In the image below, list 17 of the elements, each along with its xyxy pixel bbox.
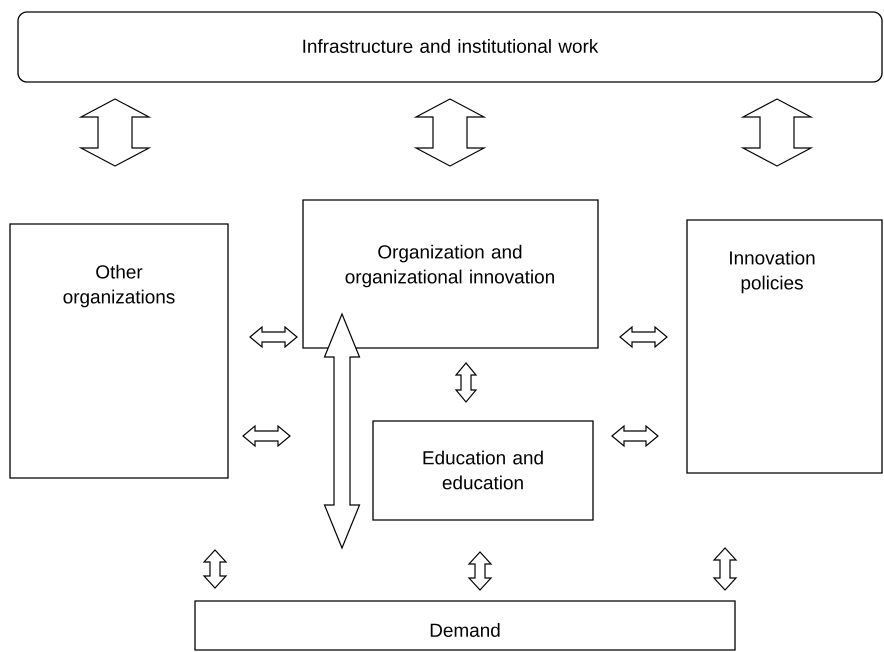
double-arrow [712,547,738,591]
double-arrow [611,424,659,448]
double-arrow [468,551,492,591]
double-arrow [619,326,668,348]
process-box: Organization and organizational innovation [302,199,599,349]
double-arrow [78,98,152,167]
process-box: Demand [194,600,736,651]
double-arrow [249,326,298,348]
double-arrow [242,424,291,448]
rounded-box: Infrastructure and institutional work [17,11,883,83]
process-box: Education and education [372,420,594,521]
double-arrow [202,549,228,589]
process-box: Innovation policies [686,219,883,474]
double-arrow [414,98,486,167]
double-arrow [454,362,478,403]
double-arrow [740,98,814,167]
process-box: Other organizations [9,223,229,479]
